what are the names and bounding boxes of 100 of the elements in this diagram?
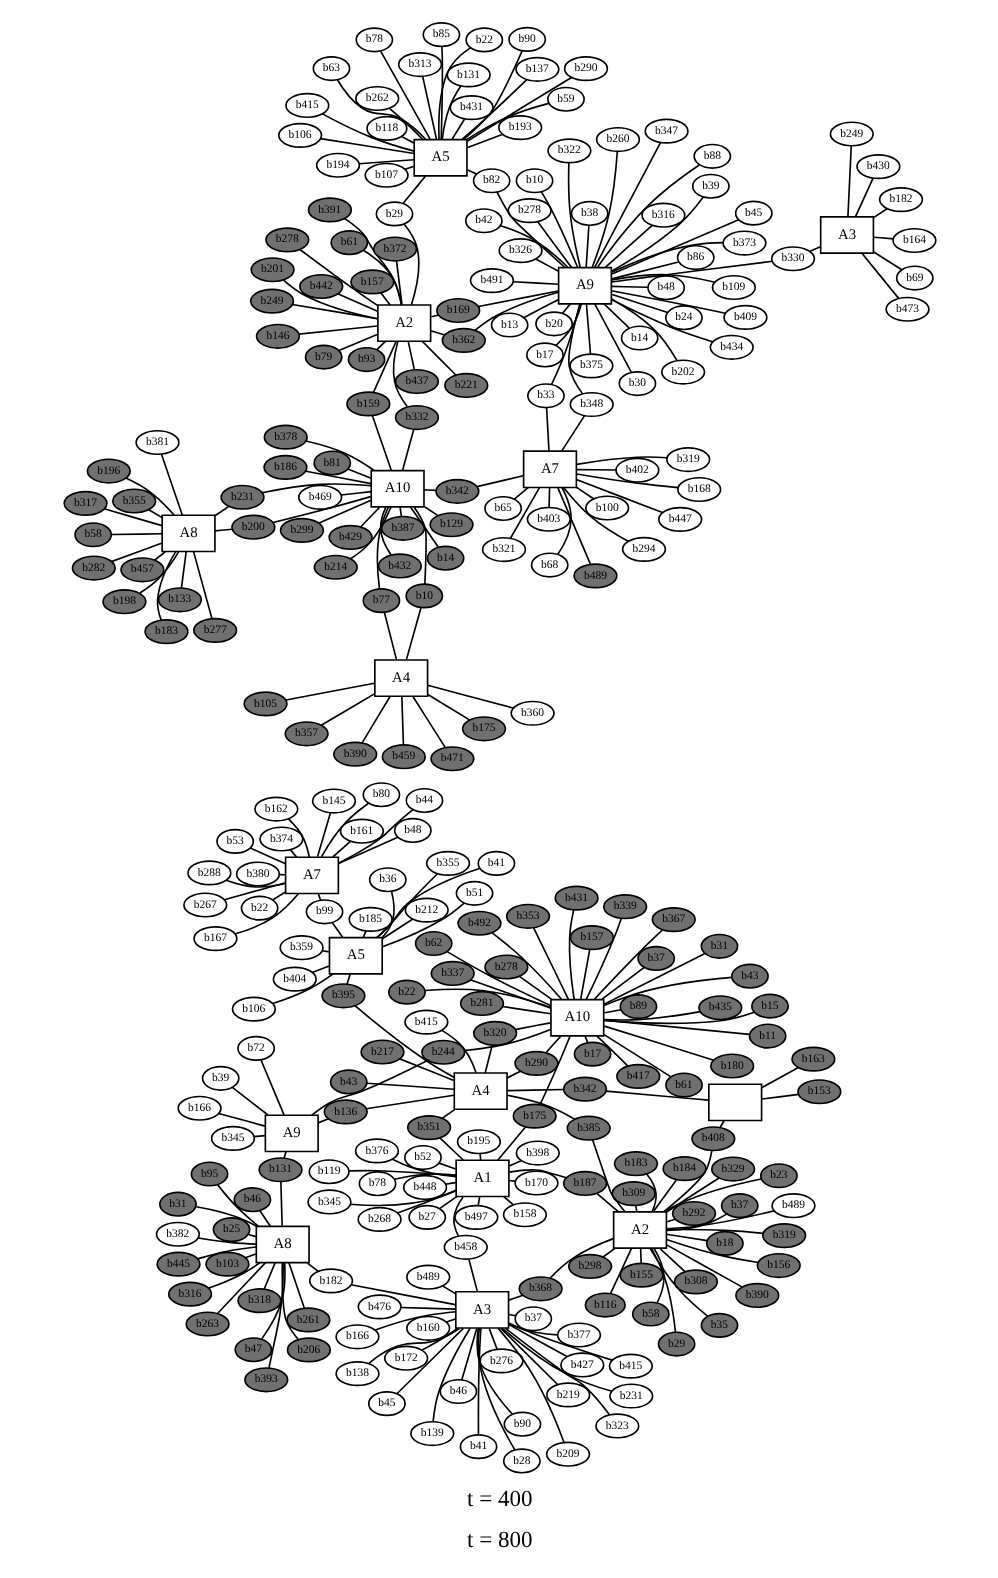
connector (336, 808, 413, 864)
connector (602, 1011, 755, 1025)
connector (450, 118, 465, 140)
connector (538, 1035, 570, 1106)
connector (465, 76, 572, 143)
connector (853, 177, 873, 218)
connector (522, 298, 559, 319)
connector (664, 1233, 707, 1242)
connector (846, 145, 852, 218)
connector (335, 293, 378, 313)
connector (560, 303, 571, 315)
connector (124, 477, 174, 516)
node-box: A9 (556, 266, 612, 305)
connector (871, 236, 894, 240)
connector (438, 1136, 464, 1161)
connector (592, 929, 663, 1001)
connector (501, 1195, 514, 1206)
node-box: A9 (263, 1114, 318, 1153)
connector (195, 1246, 256, 1260)
connector (807, 246, 820, 253)
connector (425, 684, 514, 710)
connector (872, 251, 902, 271)
connector (387, 107, 423, 141)
connector (331, 840, 351, 858)
connector (593, 303, 632, 374)
connector (634, 1205, 637, 1213)
connector (592, 141, 661, 269)
connector (361, 249, 402, 306)
connector (584, 917, 622, 1001)
connector (609, 196, 704, 273)
connector (860, 252, 899, 300)
connector (566, 162, 581, 269)
connector (601, 1247, 615, 1258)
connector (467, 1258, 478, 1293)
connector (375, 506, 389, 590)
connector (602, 952, 705, 1006)
connector (390, 1158, 456, 1178)
connector (411, 696, 445, 749)
connector (230, 1086, 268, 1116)
connector (561, 487, 629, 543)
connector (152, 550, 166, 562)
connector (495, 191, 565, 268)
connector (259, 1058, 284, 1116)
connector (544, 406, 549, 452)
connector (602, 1025, 714, 1062)
connector (462, 1028, 551, 1052)
connector (534, 258, 558, 272)
connector (602, 1010, 701, 1021)
connector (441, 1285, 456, 1295)
connector (469, 979, 551, 1010)
connector (304, 470, 371, 485)
connector (664, 1210, 774, 1230)
connector (664, 1213, 727, 1232)
connector (476, 1327, 481, 1436)
connector (380, 902, 464, 948)
connector (337, 333, 378, 352)
connector (422, 489, 436, 492)
connector (315, 812, 331, 858)
connector (398, 506, 402, 518)
connector (426, 693, 470, 721)
connector (191, 550, 212, 620)
connector (401, 175, 426, 204)
connector (505, 1088, 564, 1092)
connector (380, 890, 394, 938)
connector (305, 1262, 319, 1273)
connector (365, 1082, 454, 1091)
connector (395, 1327, 464, 1395)
connector (507, 1322, 558, 1336)
connector (109, 532, 162, 536)
connector (444, 1318, 456, 1323)
connector (437, 46, 471, 141)
connector (232, 892, 299, 935)
connector (282, 1151, 286, 1160)
connector (506, 1294, 523, 1302)
connector (609, 285, 648, 289)
connector (330, 921, 343, 939)
connector (382, 611, 397, 661)
connector (658, 1247, 685, 1273)
connector (507, 1159, 521, 1167)
connector (287, 1261, 305, 1309)
connector (483, 1044, 492, 1074)
connector (609, 298, 677, 362)
node-box: A3 (454, 1290, 509, 1329)
connector (284, 682, 375, 701)
connector (440, 85, 461, 141)
connector (549, 303, 581, 386)
connector (603, 224, 652, 268)
connector (465, 169, 477, 175)
connector (459, 1327, 477, 1381)
connector (452, 1196, 463, 1237)
connector (575, 478, 663, 514)
connector (102, 507, 162, 527)
connector (664, 1228, 764, 1235)
node-box: A8 (254, 1225, 309, 1264)
connector (602, 1008, 621, 1014)
connector (644, 1173, 656, 1213)
node-box: A5 (412, 138, 467, 177)
node-box: A4 (373, 659, 428, 698)
connector (215, 1184, 259, 1227)
connector (213, 528, 232, 532)
